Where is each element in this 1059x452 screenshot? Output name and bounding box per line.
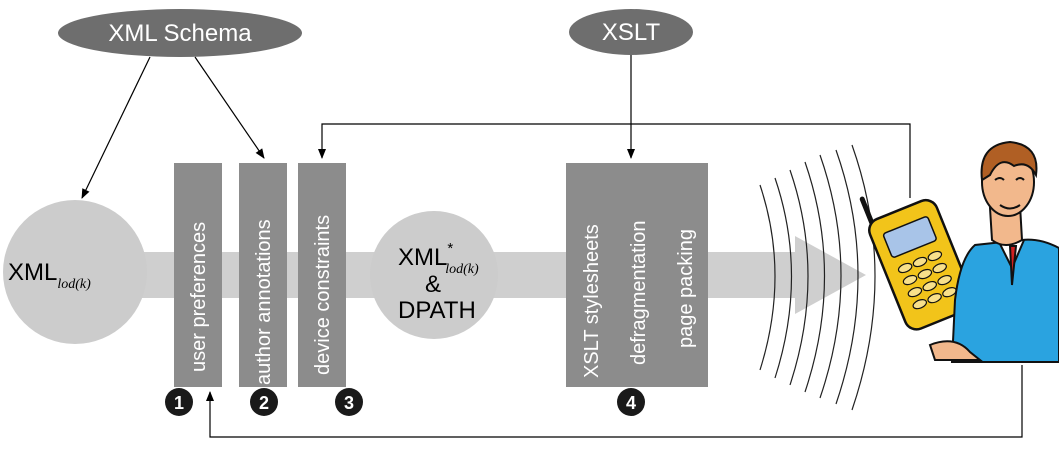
result-dpath-label: DPATH bbox=[398, 297, 476, 324]
wireless-waves-icon bbox=[759, 144, 876, 411]
result-xml-label: XML*lod(k) bbox=[398, 240, 479, 277]
phone-feedback-arrow bbox=[318, 123, 911, 198]
device-constraints-label: device constraints bbox=[312, 215, 334, 375]
user-preferences-bar bbox=[174, 163, 222, 387]
schema-to-author-arrow bbox=[194, 56, 265, 159]
xslt-processing-bar bbox=[566, 163, 708, 387]
mobile-phone-icon bbox=[859, 196, 975, 331]
xml-schema-label: XML Schema bbox=[108, 20, 252, 47]
result-circle bbox=[370, 211, 498, 339]
source-label: XMLlod(k) bbox=[8, 259, 91, 292]
user-feedback-arrow bbox=[206, 365, 1023, 438]
author-annotations-bar bbox=[239, 163, 287, 387]
defragmentation-label: defragmentation bbox=[628, 220, 650, 365]
badge-3-label: 3 bbox=[344, 393, 354, 413]
xslt-label: XSLT bbox=[602, 19, 661, 46]
badge-2 bbox=[250, 388, 278, 416]
device-constraints-bar bbox=[298, 163, 346, 387]
person-icon bbox=[928, 140, 1059, 363]
xslt-oval bbox=[569, 9, 693, 55]
user-preferences-label: user preferences bbox=[188, 222, 210, 372]
page-packing-label: page packing bbox=[675, 229, 697, 348]
author-annotations-label: author annotations bbox=[253, 219, 275, 385]
badge-4 bbox=[617, 388, 645, 416]
result-amp-label: & bbox=[425, 271, 441, 298]
badge-3 bbox=[335, 388, 363, 416]
badge-4-label: 4 bbox=[626, 393, 636, 413]
badge-2-label: 2 bbox=[259, 393, 269, 413]
badge-1-label: 1 bbox=[174, 393, 184, 413]
schema-to-source-arrow bbox=[81, 56, 151, 199]
badge-1 bbox=[165, 388, 193, 416]
source-circle bbox=[3, 200, 147, 344]
xslt-stylesheets-label: XSLT stylesheets bbox=[581, 224, 603, 378]
xml-schema-oval bbox=[58, 9, 302, 57]
